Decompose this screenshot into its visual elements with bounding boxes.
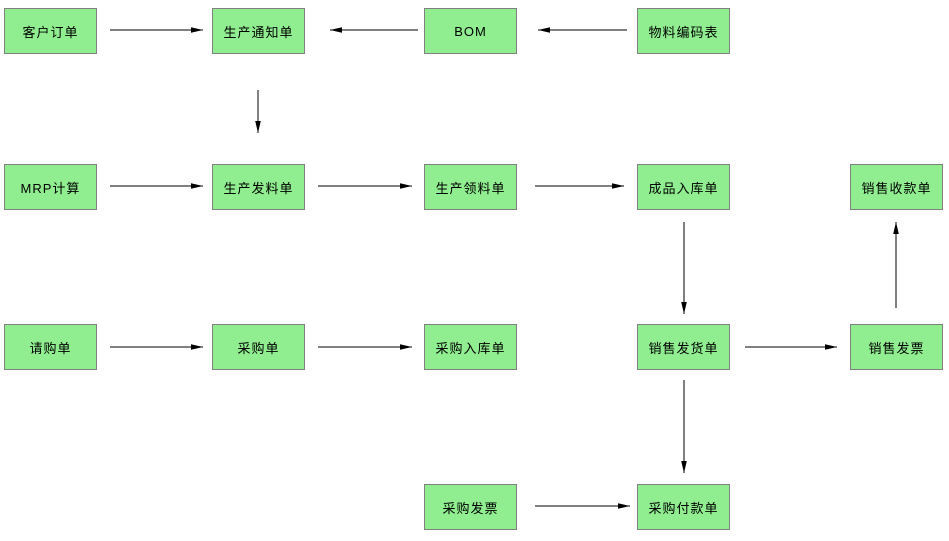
node-label: 生产通知单 [223,24,294,40]
node-label: MRP计算 [20,180,81,196]
node-label: 请购单 [29,340,72,356]
node-production-issue-order: 生产发料单 [212,164,305,210]
node-label: 采购付款单 [648,500,719,516]
node-purchase-invoice: 采购发票 [424,484,517,530]
node-bom: BOM [424,8,517,54]
node-mrp-calculation: MRP计算 [4,164,97,210]
node-sales-receipt-order: 销售收款单 [850,164,943,210]
node-finished-goods-receipt: 成品入库单 [637,164,730,210]
node-production-picking-order: 生产领料单 [424,164,517,210]
node-label: 生产发料单 [223,180,294,196]
node-purchase-payment-order: 采购付款单 [637,484,730,530]
node-label: 客户订单 [22,24,79,40]
node-label: 物料编码表 [648,24,719,40]
node-customer-order: 客户订单 [4,8,97,54]
node-label: 销售发票 [868,340,925,356]
node-label: 生产领料单 [435,180,506,196]
node-label: 销售发货单 [648,340,719,356]
node-label: BOM [454,23,487,39]
node-label: 采购入库单 [435,340,506,356]
node-purchase-order: 采购单 [212,324,305,370]
node-label: 采购发票 [442,500,499,516]
node-label: 成品入库单 [648,180,719,196]
node-purchase-stockin-order: 采购入库单 [424,324,517,370]
node-material-code-table: 物料编码表 [637,8,730,54]
node-purchase-requisition: 请购单 [4,324,97,370]
node-production-notice: 生产通知单 [212,8,305,54]
node-label: 采购单 [237,340,280,356]
node-label: 销售收款单 [861,180,932,196]
node-sales-delivery-order: 销售发货单 [637,324,730,370]
node-sales-invoice: 销售发票 [850,324,943,370]
